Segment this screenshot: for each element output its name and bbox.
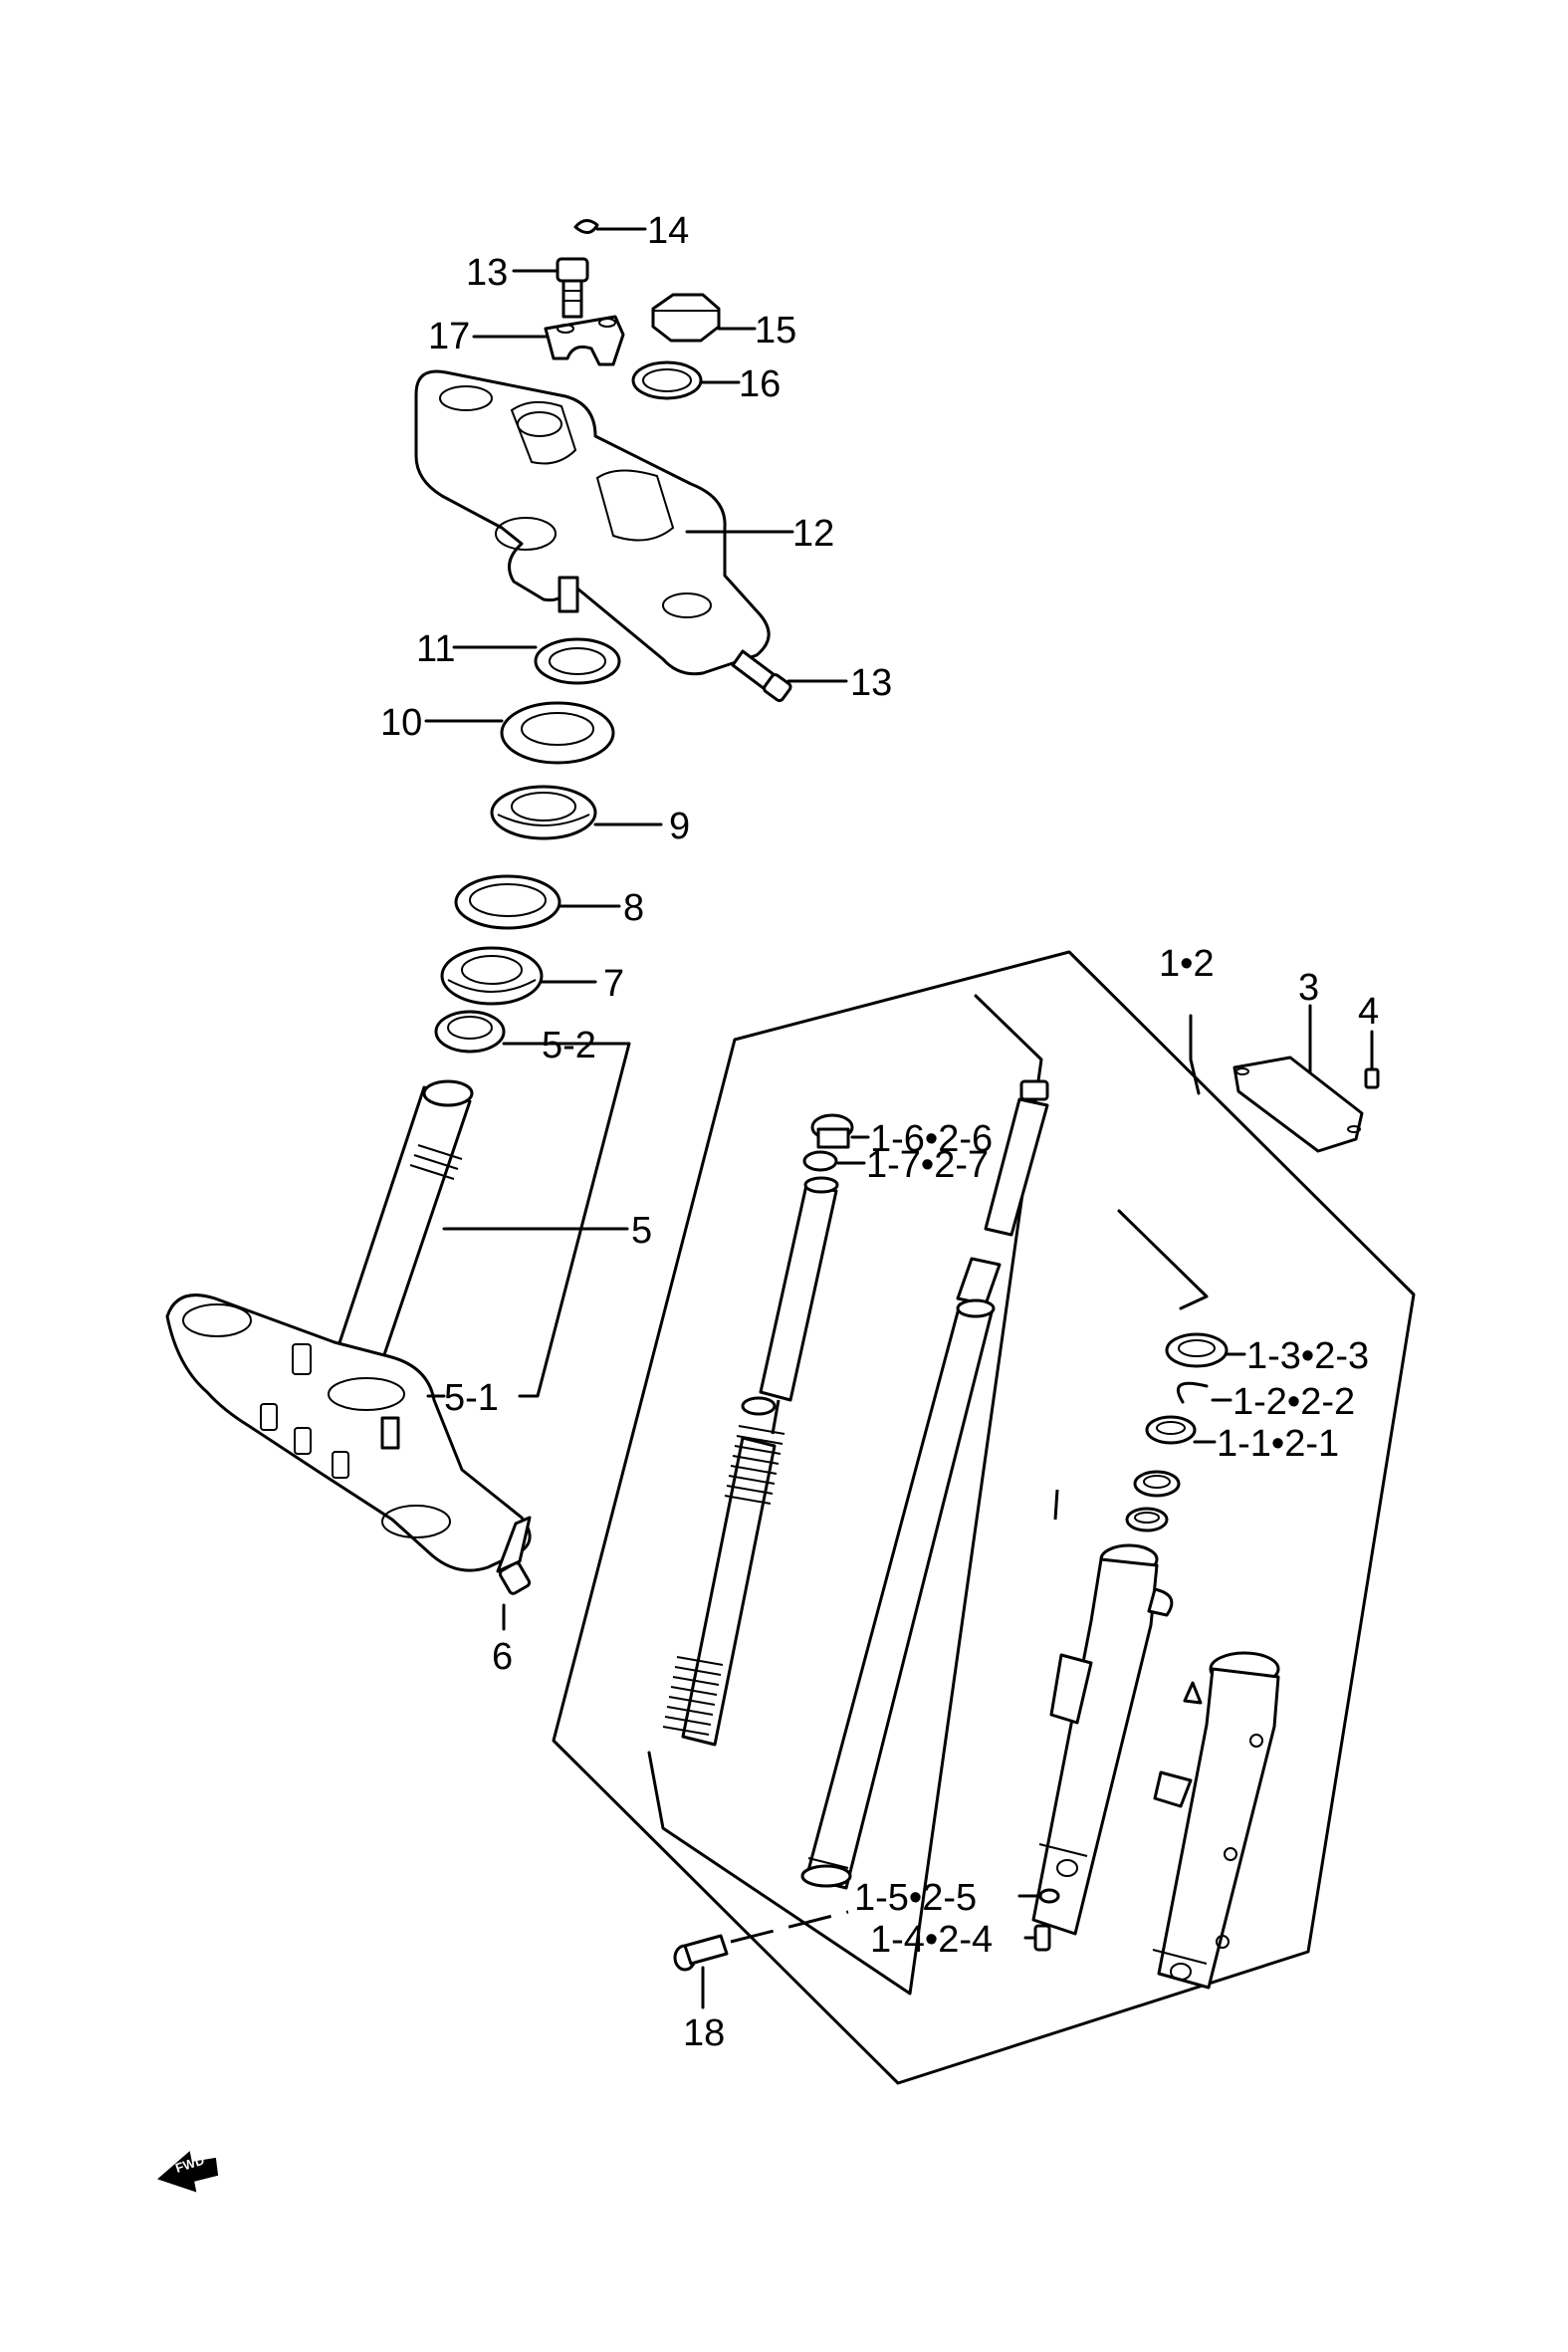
- callout-3: 3: [1298, 967, 1319, 1009]
- part-15-steering-nut: [651, 293, 757, 343]
- callout-5-1: 5-1: [444, 1377, 499, 1419]
- callout-7: 7: [603, 963, 624, 1005]
- part-9-upper-bearing: [490, 785, 663, 840]
- callout-15: 15: [755, 310, 796, 352]
- outer-fork-tube-right: [1152, 1651, 1280, 1990]
- callout-1-3-2-3: 1-3•2-3: [1246, 1335, 1369, 1377]
- callout-4: 4: [1358, 991, 1379, 1033]
- part-7-lower-bearing: [440, 946, 597, 1006]
- callout-16: 16: [739, 363, 781, 405]
- callout-11: 11: [416, 628, 455, 670]
- part-4-screw: [1364, 1030, 1380, 1089]
- inner-outer-tube-outline: [1117, 1209, 1209, 1310]
- part-5-steering-stem: [327, 1079, 629, 1392]
- callout-1-2-2-2: 1-2•2-2: [1232, 1381, 1355, 1423]
- part-14-cap: [573, 219, 647, 234]
- part-1-7-o-ring: [802, 1150, 866, 1172]
- inner-damper-outline: [647, 994, 1043, 1996]
- fwd-arrow-icon: FWD: [157, 2151, 219, 2193]
- part-17-handlebar-holder: [472, 315, 625, 366]
- part-5-2-seal: [434, 1010, 631, 1398]
- callout-17: 17: [428, 316, 470, 357]
- part-8-bearing-race: [454, 874, 621, 930]
- part-1-2-clip: [1177, 1381, 1232, 1404]
- callout-1-5-2-5: 1-5•2-5: [854, 1877, 977, 1919]
- part-16-washer: [631, 360, 741, 400]
- callout-18: 18: [683, 2012, 725, 2054]
- outer-fork-tube-left: [1031, 1543, 1174, 1936]
- part-10-dust-seal: [424, 701, 615, 765]
- callout-5: 5: [631, 1210, 652, 1252]
- part-13-bolt-upper: [512, 257, 589, 319]
- damper-rod: [956, 1079, 1049, 1306]
- callout-13-lower: 13: [850, 662, 892, 704]
- part-6-bolt: [496, 1516, 532, 1631]
- fork-bushings: [1125, 1470, 1181, 1532]
- part-12-upper-bracket: [414, 369, 794, 676]
- callout-1-1-2-1: 1-1•2-1: [1217, 1423, 1339, 1465]
- part-13-bolt-lower: [731, 649, 848, 703]
- callout-9: 9: [669, 806, 690, 847]
- part-1-4-drain-bolt: [1023, 1924, 1051, 1952]
- callout-14: 14: [647, 210, 689, 252]
- callout-1-7-2-7: 1-7•2-7: [866, 1144, 989, 1186]
- callout-5-2: 5-2: [542, 1025, 596, 1066]
- callout-labels: 14 13 17 15 16 12 11 13 10 9 8 7 5-2 5 5…: [380, 210, 1379, 2054]
- callout-1-2: 1•2: [1159, 943, 1215, 985]
- callout-8: 8: [623, 887, 644, 929]
- callout-1-6-2-6: 1-6•2-6: [870, 1118, 993, 1160]
- part-11-locknut: [452, 637, 621, 685]
- part-3-guard-plate: [1232, 1004, 1364, 1153]
- callout-1-4-2-4: 1-4•2-4: [870, 1919, 993, 1961]
- fork-spring-left: [662, 1176, 839, 1747]
- part-1-5-washer: [1038, 1888, 1060, 1904]
- callout-10: 10: [380, 702, 422, 744]
- part-1-3-dust-seal: [1165, 1332, 1246, 1368]
- part-1-1-oil-seal: [1145, 1415, 1217, 1445]
- callout-13-upper: 13: [466, 252, 508, 294]
- part-1-6-fork-cap: [810, 1113, 870, 1149]
- callout-6: 6: [492, 1636, 513, 1678]
- part-18-axle-bolt: [673, 1910, 849, 2009]
- callout-12: 12: [792, 513, 834, 555]
- inner-fork-tube: [800, 1298, 996, 1890]
- fork-assembly-outline: [552, 950, 1416, 2085]
